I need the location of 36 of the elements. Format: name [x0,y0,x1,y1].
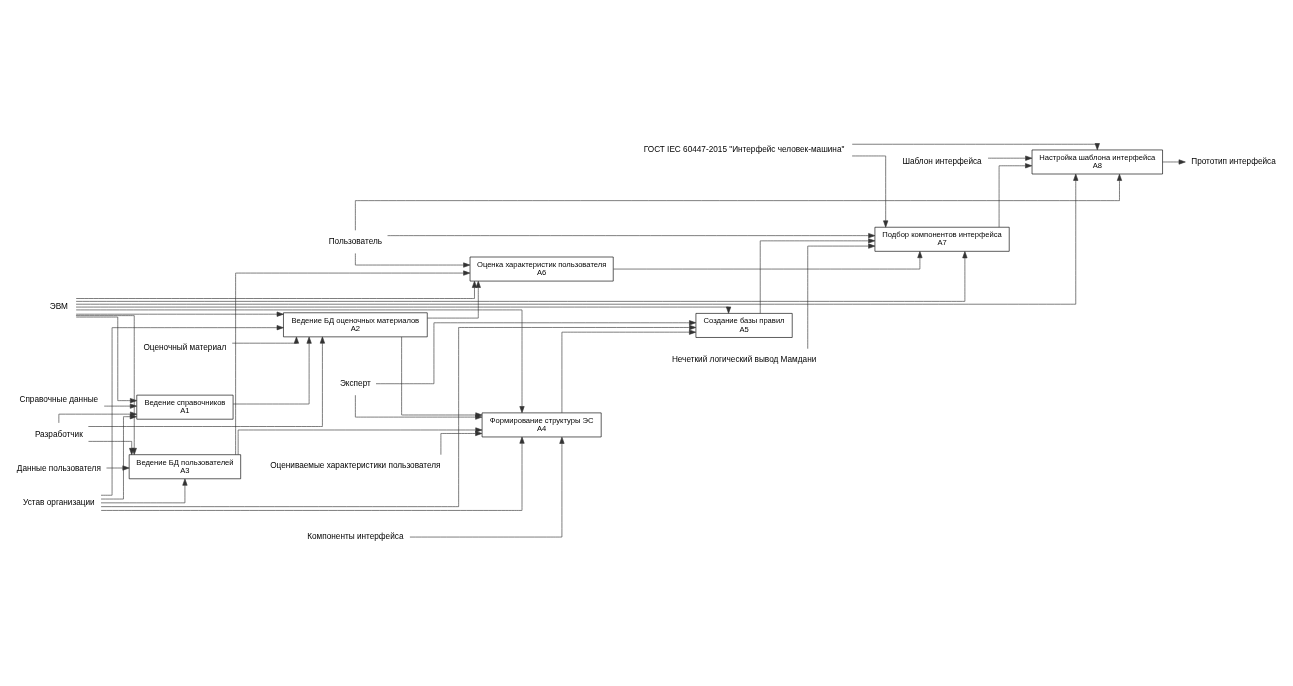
arrow [75,316,137,403]
arrow [100,324,697,507]
arrow [387,232,876,238]
arrow [237,426,483,455]
arrow [355,394,483,420]
arrow [75,280,477,299]
arrow [1162,158,1186,164]
arrow [409,436,565,537]
arrow [759,237,876,314]
arrow [235,270,471,455]
arrow [100,324,284,496]
arrow [232,336,312,404]
arrow [375,319,697,384]
arrow [88,336,325,427]
arrow [75,309,525,413]
arrow [75,173,1079,305]
arrow [440,430,483,455]
arrow [401,336,483,418]
arrow [75,311,284,317]
arrow [103,403,137,409]
arrow [998,162,1033,227]
arrow [987,155,1033,161]
arrow [75,250,968,302]
arrow [231,336,299,344]
arrow [106,464,130,471]
arrow [851,142,1100,150]
arrow [100,436,525,511]
arrow [100,478,188,503]
arrow [851,155,889,227]
arrow [807,243,876,349]
arrow [355,173,1122,231]
arrow [75,306,732,314]
arrow [427,280,481,318]
arrow [613,250,923,269]
arrow [355,252,471,268]
arrow [561,329,697,413]
